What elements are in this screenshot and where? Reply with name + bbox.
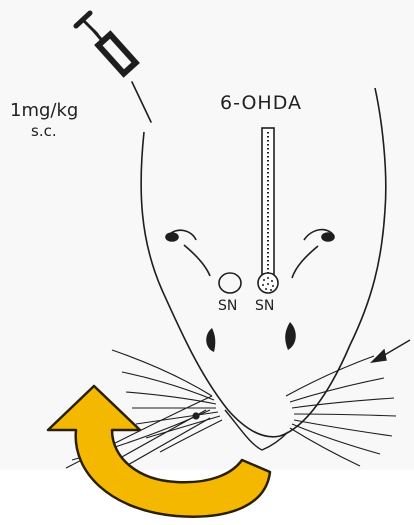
- toxin-label: 6-OHDA: [220, 92, 302, 114]
- route-label: s.c.: [31, 122, 57, 140]
- paper-background: [0, 0, 414, 470]
- dose-label: 1mg/kg: [10, 100, 78, 121]
- sn-left-label: SN: [218, 298, 237, 314]
- sn-right-label: SN: [255, 298, 274, 314]
- injection-cannula: [262, 128, 274, 280]
